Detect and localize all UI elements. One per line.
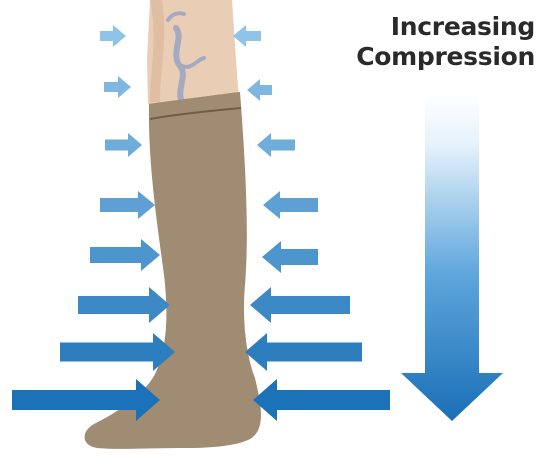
right-arrows: [233, 25, 390, 421]
heading-line-2: Compression: [356, 42, 535, 71]
pressure-arrow-icon-right: [233, 25, 261, 47]
pressure-arrow-icon-right: [245, 333, 362, 371]
downward-gradient-arrow-icon: [401, 95, 503, 421]
pressure-arrow-icon-left: [78, 287, 170, 323]
pressure-arrow-icon-left: [104, 76, 131, 98]
pressure-arrow-icon-left: [100, 191, 155, 219]
pressure-arrow-icon-left: [60, 333, 175, 371]
pressure-arrow-icon-left: [12, 379, 160, 421]
pressure-arrow-icon-right: [250, 287, 350, 323]
pressure-arrow-icon-right: [257, 133, 295, 157]
pressure-arrow-icon-left: [100, 25, 126, 47]
leg-illustration: [85, 0, 261, 449]
heading-line-1: Increasing: [391, 12, 535, 41]
pressure-arrow-icon-right: [247, 79, 272, 101]
pressure-arrow-icon-right: [262, 241, 318, 273]
pressure-arrow-icon-left: [90, 239, 160, 271]
pressure-arrow-icon-right: [253, 379, 390, 421]
pressure-arrow-icon-right: [263, 191, 318, 219]
pressure-arrow-icon-left: [105, 133, 142, 157]
